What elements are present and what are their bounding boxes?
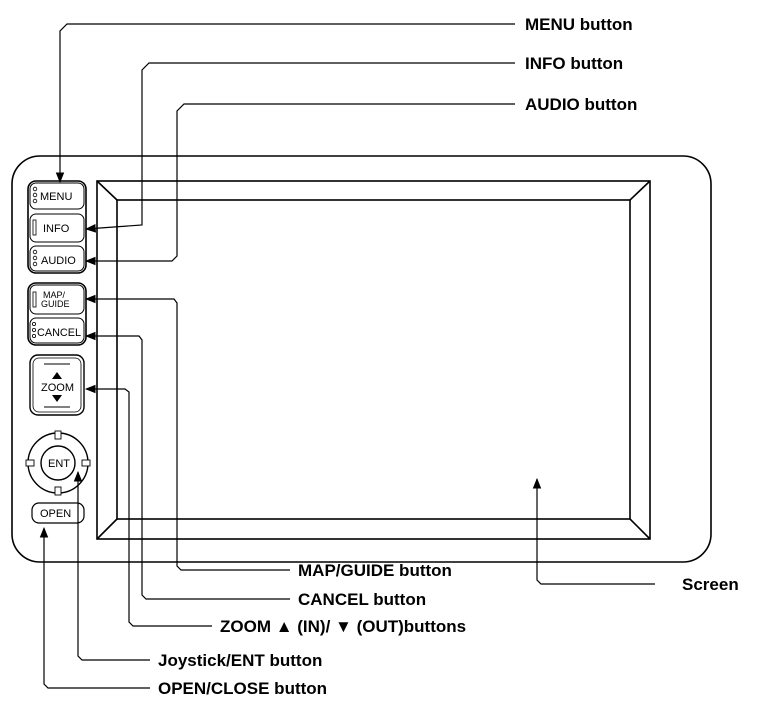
callout-cancel: CANCEL button	[298, 590, 426, 609]
cancel-button-label: CANCEL	[37, 327, 81, 339]
open-button[interactable]: OPEN	[31, 502, 85, 524]
screen	[96, 180, 651, 540]
zoom-out-icon[interactable]	[52, 395, 62, 402]
zoom-in-icon[interactable]	[52, 372, 62, 379]
ent-button[interactable]	[40, 445, 76, 481]
cancel-button[interactable]: CANCEL	[29, 317, 85, 344]
callout-menu: MENU button	[525, 15, 633, 34]
map-guide-label-line1: MAP/	[43, 290, 66, 300]
leader-cancel	[84, 331, 290, 600]
leader-open	[39, 526, 150, 689]
leader-audio	[84, 103, 515, 266]
leader-lines	[39, 23, 655, 689]
joystick[interactable]: ENT	[25, 430, 91, 496]
menu-button-label: MENU	[40, 191, 72, 203]
leader-menu	[55, 23, 515, 184]
leader-info	[84, 62, 515, 233]
map-guide-button[interactable]: MAP/ GUIDE	[29, 284, 85, 315]
open-button-label: OPEN	[40, 508, 71, 520]
callout-info: INFO button	[525, 54, 623, 73]
map-guide-label-line2: GUIDE	[41, 299, 70, 309]
audio-button[interactable]: AUDIO	[29, 245, 85, 272]
callout-screen: Screen	[682, 575, 739, 594]
leader-screen	[532, 477, 655, 585]
leader-zoom	[84, 384, 212, 627]
callout-joystick: Joystick/ENT button	[158, 651, 322, 670]
button-group-middle	[27, 282, 87, 346]
ent-button-label: ENT	[48, 458, 70, 470]
callout-map-guide: MAP/GUIDE button	[298, 561, 452, 580]
device-body	[11, 155, 712, 563]
menu-button[interactable]: MENU	[29, 182, 85, 210]
zoom-button[interactable]: ZOOM	[29, 354, 85, 416]
callout-open-close: OPEN/CLOSE button	[158, 679, 327, 698]
zoom-button-label: ZOOM	[41, 382, 74, 394]
leader-map-guide	[84, 294, 290, 571]
info-button[interactable]: INFO	[29, 213, 85, 243]
info-button-label: INFO	[43, 223, 70, 235]
callout-audio: AUDIO button	[525, 95, 637, 114]
leader-joystick	[73, 470, 150, 661]
audio-button-label: AUDIO	[41, 255, 76, 267]
callout-zoom: ZOOM ▲ (IN)/ ▼ (OUT)buttons	[220, 617, 466, 636]
